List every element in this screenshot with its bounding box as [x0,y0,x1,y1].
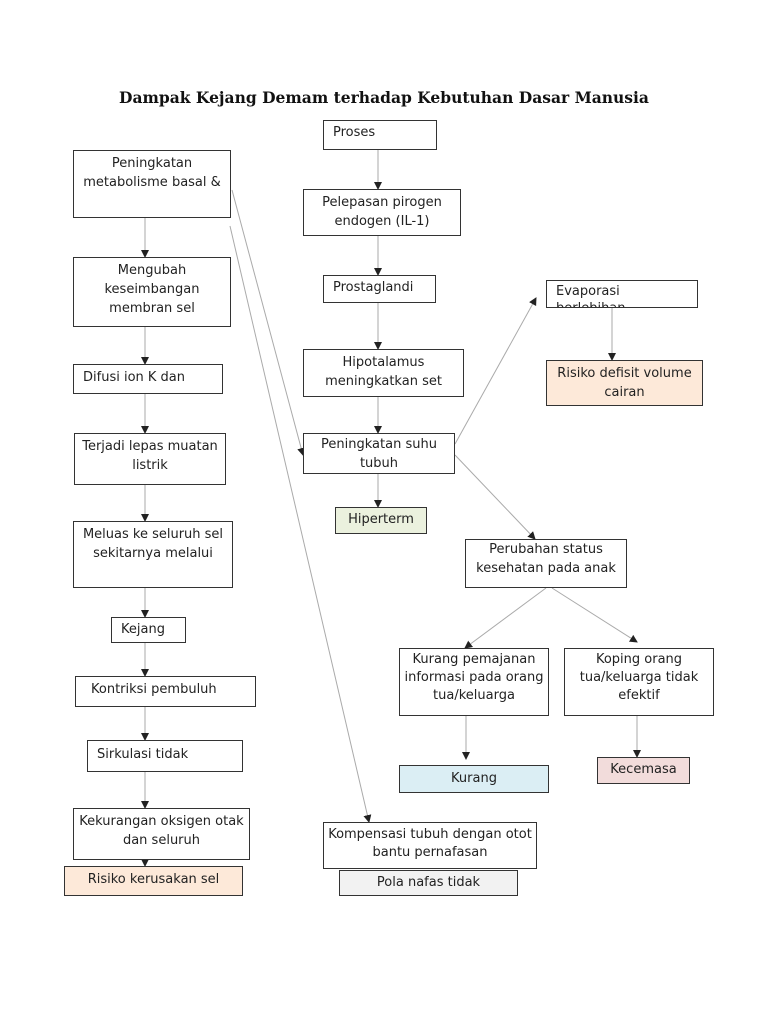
node-evaporasi-label: Evaporasi [556,284,620,299]
node-sirkulasi-label: Sirkulasi tidak [97,747,189,762]
node-defisit-label: Risiko defisit volume cairan [557,366,692,400]
node-peningkatan-suhu: Peningkatan suhu tubuh [303,433,455,474]
node-proses-label: Proses [333,125,376,140]
node-perubahan-label: Perubahan status kesehatan pada anak [476,542,616,576]
node-suhu-label: Peningkatan suhu tubuh [321,437,437,471]
arrow-suhu-evaporasi [454,297,537,445]
node-kekurangan-oksigen: Kekurangan oksigen otak dan seluruh [73,808,250,860]
arrow-metabolisme-suhu [231,189,306,456]
node-membran-label: Mengubah keseimbangan membran sel [104,263,200,316]
arrow-suhu-perubahan [454,454,536,540]
node-pola-nafas: Pola nafas tidak [339,870,518,896]
node-pelepasan-pirogen: Pelepasan pirogen endogen (IL-1) [303,189,461,236]
node-keseimbangan-membran: Mengubah keseimbangan membran sel [73,257,231,327]
node-sirkulasi: Sirkulasi tidak [87,740,243,772]
node-hipertermi-label: Hiperterm [348,512,414,527]
node-hipotalamus-label: Hipotalamus meningkatkan set [325,355,442,389]
node-lepas-muatan: Terjadi lepas muatan listrik [74,433,226,485]
node-difusi-ion: Difusi ion K dan [73,364,223,394]
node-risiko-kerusakan-label: Risiko kerusakan sel [87,872,220,887]
node-kompensasi-label: Kompensasi tubuh dengan otot bantu perna… [328,827,532,860]
node-kontriksi-label: Kontriksi pembuluh [91,682,217,697]
node-prostaglandin: Prostaglandi [323,275,436,303]
node-meluas: Meluas ke seluruh sel sekitarnya melalui [73,521,233,588]
node-kecemasan-label: Kecemasa [610,762,677,777]
node-kurang: Kurang [399,765,549,793]
node-evaporasi: Evaporasi berlebihan [546,280,698,308]
node-evaporasi-cut-label: berlebihan [556,301,626,307]
arrow-perubahan-kurang-pemajanan [464,587,547,649]
node-risiko-defisit-volume: Risiko defisit volume cairan [546,360,703,406]
node-perubahan-status: Perubahan status kesehatan pada anak [465,539,627,588]
node-pelepasan-label: Pelepasan pirogen endogen (IL-1) [322,195,442,229]
node-metabolisme-label: Peningkatan metabolisme basal & [83,156,221,190]
node-kompensasi: Kompensasi tubuh dengan otot bantu perna… [323,822,537,869]
node-pola-nafas-label: Pola nafas tidak [376,875,481,890]
node-prostaglandin-label: Prostaglandi [333,280,414,295]
node-koping-label: Koping orang tua/keluarga tidak efektif [579,652,699,703]
arrow-metabolisme-kompensasi [229,225,372,823]
node-hipertermi: Hiperterm [335,507,427,534]
node-koping: Koping orang tua/keluarga tidak efektif [564,648,714,716]
node-proses: Proses [323,120,437,150]
node-kejang-label: Kejang [121,622,165,637]
diagram-title: Dampak Kejang Demam terhadap Kebutuhan D… [119,88,649,107]
arrow-perubahan-koping [551,587,638,643]
node-meluas-label: Meluas ke seluruh sel sekitarnya melalui [82,527,224,561]
node-difusi-label: Difusi ion K dan [83,370,186,385]
node-kurang-label: Kurang [451,771,497,786]
node-kejang: Kejang [111,617,186,643]
node-hipotalamus: Hipotalamus meningkatkan set [303,349,464,397]
node-muatan-label: Terjadi lepas muatan listrik [82,439,218,473]
node-risiko-kerusakan-sel: Risiko kerusakan sel [64,866,243,896]
node-oksigen-label: Kekurangan oksigen otak dan seluruh [79,814,244,848]
node-kecemasan: Kecemasa [597,757,690,784]
node-kurang-pemajanan-label: Kurang pemajanan informasi pada orang tu… [404,652,544,703]
node-kurang-pemajanan: Kurang pemajanan informasi pada orang tu… [399,648,549,716]
node-kontriksi: Kontriksi pembuluh [75,676,256,707]
node-peningkatan-metabolisme: Peningkatan metabolisme basal & [73,150,231,218]
